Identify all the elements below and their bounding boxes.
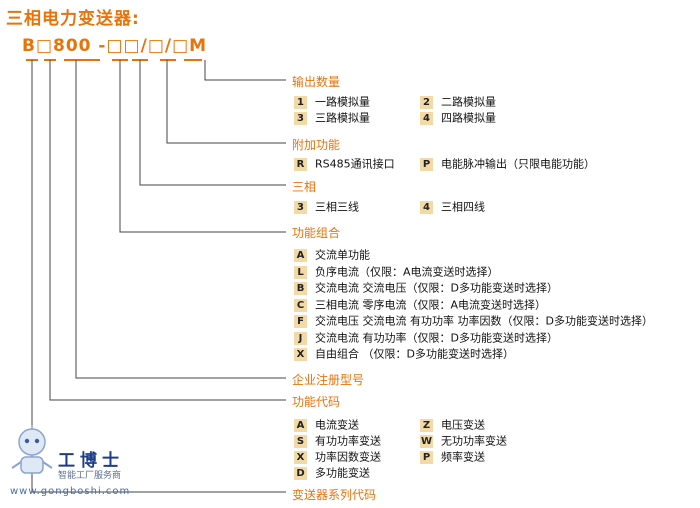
item-label: 交流电压 交流电流 有功功率 功率因数（仅限：D多功能变送时选择） [315, 314, 653, 328]
item-label: RS485通讯接口 [315, 157, 395, 171]
list-item: X 自由组合 （仅限：D多功能变送时选择） [294, 346, 514, 361]
list-item: B 交流电流 交流电压（仅限：D多功能变送时选择） [294, 280, 558, 295]
code-badge: Z [420, 418, 433, 432]
item-label: 频率变送 [441, 450, 485, 464]
item-label: 电流变送 [315, 418, 359, 432]
list-item: Z 电压变送 [420, 417, 485, 432]
item-label: 一路模拟量 [315, 95, 370, 109]
section-heading-series: 变送器系列代码 [292, 488, 377, 502]
section-heading-func: 功能代码 [292, 395, 341, 409]
code-badge: 3 [294, 200, 307, 214]
list-item: C 三相电流 零序电流（仅限：A电流变送时选择） [294, 297, 546, 312]
code-badge: F [294, 314, 307, 328]
code-badge: A [294, 418, 307, 432]
code-badge: 1 [294, 95, 307, 109]
item-label: 三相三线 [315, 200, 359, 214]
list-item: W 无功功率变送 [420, 433, 507, 448]
item-label: 四路模拟量 [441, 111, 496, 125]
item-label: 电能脉冲输出（只限电能功能） [441, 157, 595, 171]
item-label: 有功功率变送 [315, 434, 381, 448]
code-badge: S [294, 434, 307, 448]
list-item: A 交流单功能 [294, 247, 370, 262]
item-label: 多功能变送 [315, 466, 370, 480]
list-item: P 电能脉冲输出（只限电能功能） [420, 156, 595, 171]
code-badge: 2 [420, 95, 433, 109]
list-item: F 交流电压 交流电流 有功功率 功率因数（仅限：D多功能变送时选择） [294, 313, 653, 328]
item-label: 交流电流 有功功率（仅限：D多功能变送时选择） [315, 331, 558, 345]
item-label: 电压变送 [441, 418, 485, 432]
watermark-url: www.gongboshi.com [10, 486, 131, 497]
code-badge: P [420, 450, 433, 464]
item-label: 自由组合 （仅限：D多功能变送时选择） [315, 347, 514, 361]
list-item: P 频率变送 [420, 449, 485, 464]
section-heading-reg: 企业注册型号 [292, 373, 365, 387]
list-item: 4 四路模拟量 [420, 110, 496, 125]
list-item: S 有功功率变送 [294, 433, 381, 448]
code-badge: L [294, 265, 307, 279]
code-badge: P [420, 157, 433, 171]
item-label: 无功功率变送 [441, 434, 507, 448]
code-badge: W [420, 434, 433, 448]
code-badge: R [294, 157, 307, 171]
code-badge: X [294, 450, 307, 464]
code-badge: A [294, 248, 307, 262]
watermark-tagline: 智能工厂服务商 [58, 471, 122, 481]
item-label: 交流电流 交流电压（仅限：D多功能变送时选择） [315, 281, 558, 295]
list-item: 2 二路模拟量 [420, 94, 496, 109]
list-item: 3 三路模拟量 [294, 110, 370, 125]
item-label: 三相四线 [441, 200, 485, 214]
list-item: 1 一路模拟量 [294, 94, 370, 109]
code-badge: X [294, 347, 307, 361]
section-heading-combo: 功能组合 [292, 226, 341, 240]
list-item: 4 三相四线 [420, 199, 485, 214]
model-code: B□800 -□□/□/□M [22, 36, 208, 56]
code-badge: 3 [294, 111, 307, 125]
list-item: X 功率因数变送 [294, 449, 381, 464]
list-item: J 交流电流 有功功率（仅限：D多功能变送时选择） [294, 330, 558, 345]
list-item: R RS485通讯接口 [294, 156, 395, 171]
page-title: 三相电力变送器: [6, 9, 140, 29]
watermark-brand: 工博士 [58, 451, 124, 471]
item-label: 交流单功能 [315, 248, 370, 262]
item-label: 三路模拟量 [315, 111, 370, 125]
section-heading-addon: 附加功能 [292, 138, 341, 152]
item-label: 二路模拟量 [441, 95, 496, 109]
section-heading-phase: 三相 [292, 180, 317, 194]
section-heading-output: 输出数量 [292, 75, 341, 89]
list-item: L 负序电流（仅限：A电流变送时选择） [294, 264, 499, 279]
item-label: 三相电流 零序电流（仅限：A电流变送时选择） [315, 298, 547, 312]
list-item: 3 三相三线 [294, 199, 359, 214]
item-label: 负序电流（仅限：A电流变送时选择） [315, 265, 499, 279]
robot-mascot-icon [11, 425, 53, 474]
code-badge: 4 [420, 200, 433, 214]
code-badge: B [294, 281, 307, 295]
code-badge: J [294, 331, 307, 345]
list-item: A 电流变送 [294, 417, 359, 432]
list-item: D 多功能变送 [294, 465, 370, 480]
code-badge: D [294, 466, 307, 480]
item-label: 功率因数变送 [315, 450, 381, 464]
code-badge: C [294, 298, 307, 312]
code-badge: 4 [420, 111, 433, 125]
